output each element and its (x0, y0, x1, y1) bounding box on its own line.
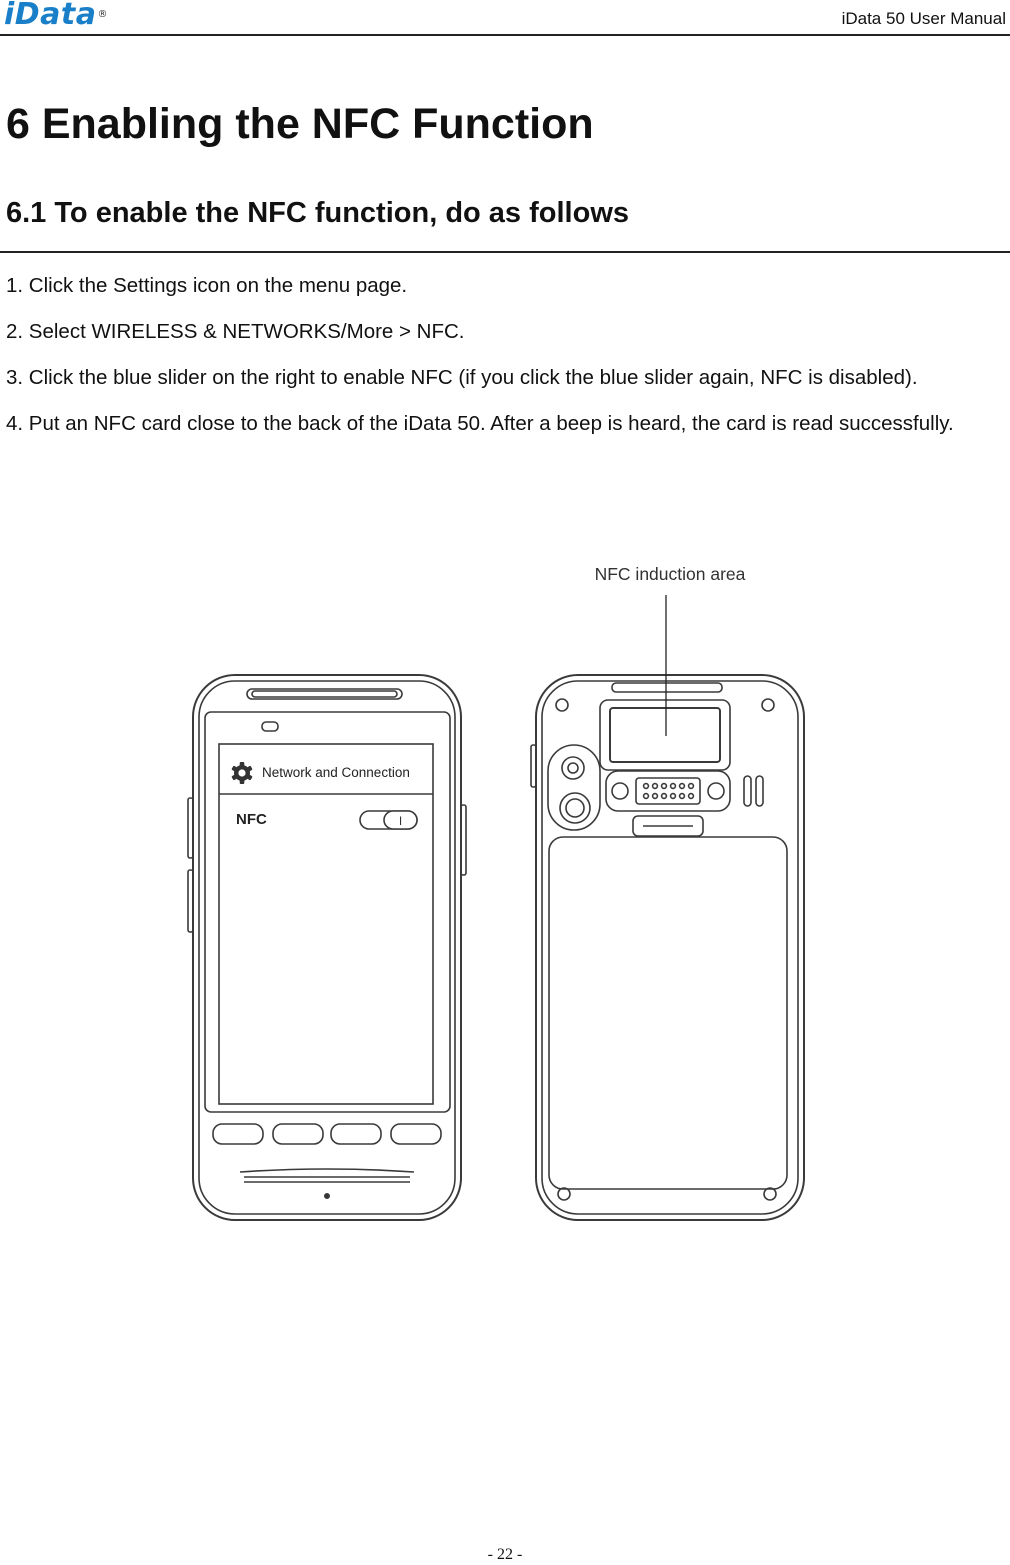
step-item: 1. Click the Settings icon on the menu p… (6, 274, 408, 297)
nfc-induction-area (599, 699, 731, 771)
step-item: 3. Click the blue slider on the right to… (6, 366, 918, 389)
nfc-callout-label: NFC induction area (595, 564, 746, 584)
camera-module (547, 744, 601, 831)
device-back: NFC induction area (530, 564, 805, 1221)
device-front: Network and Connection NFC I (187, 674, 467, 1221)
battery-cover (548, 836, 788, 1190)
pogo-connector (605, 770, 731, 812)
device-illustration: Network and Connection NFC I (0, 540, 1010, 1240)
manual-title: iData 50 User Manual (841, 9, 1006, 28)
idata-logo: iData® (4, 0, 109, 32)
step-list: 1. Click the Settings icon on the menu p… (6, 273, 1008, 457)
screen-header-label: Network and Connection (262, 765, 410, 780)
step-item: 4. Put an NFC card close to the back of … (6, 412, 954, 435)
page-header: iData® iData 50 User Manual (0, 0, 1010, 36)
subsection-heading: 6.1 To enable the NFC function, do as fo… (6, 197, 630, 229)
section-heading: 6 Enabling the NFC Function (6, 100, 594, 148)
nfc-toggle[interactable]: I (359, 810, 418, 830)
toggle-symbol: I (399, 814, 402, 828)
page-number: - 22 - (487, 1546, 523, 1563)
nfc-label: NFC (236, 811, 267, 828)
step-item: 2. Select WIRELESS & NETWORKS/More > NFC… (6, 320, 465, 343)
heading-divider (0, 251, 1010, 253)
gear-icon (231, 762, 253, 784)
